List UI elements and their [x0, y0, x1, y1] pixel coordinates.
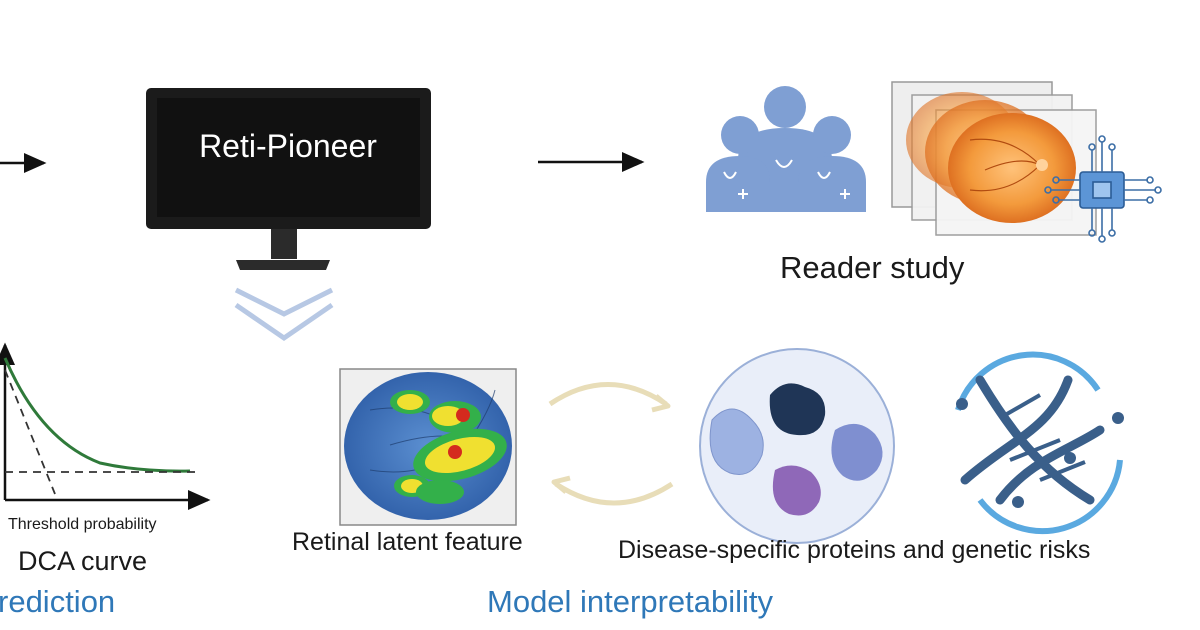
dca-model-curve	[3, 357, 191, 473]
chip-icon	[1044, 135, 1162, 243]
chevron-down-icon	[234, 287, 334, 342]
interpretability-section-title: Model interpretability	[487, 584, 774, 619]
fundus-stack-icon	[891, 81, 1097, 236]
monitor-icon	[146, 88, 431, 270]
doctors-icon	[706, 86, 866, 212]
retina-heatmap-icon	[339, 368, 517, 526]
protein-cluster-icon	[699, 348, 895, 544]
prediction-section-title: rediction	[0, 584, 116, 619]
dca-chart	[0, 342, 211, 510]
dca-treat-all-line	[4, 369, 56, 495]
monitor-label: Reti-Pioneer	[199, 128, 377, 164]
reader-study-caption: Reader study	[780, 250, 965, 285]
dca-xlabel: Threshold probability	[8, 516, 157, 533]
retinal-feature-caption: Retinal latent feature	[292, 528, 523, 556]
cycle-arrows-icon	[548, 382, 674, 506]
dna-icon	[955, 351, 1124, 535]
disease-proteins-caption: Disease-specific proteins and genetic ri…	[618, 536, 1091, 564]
dca-caption: DCA curve	[18, 546, 148, 576]
